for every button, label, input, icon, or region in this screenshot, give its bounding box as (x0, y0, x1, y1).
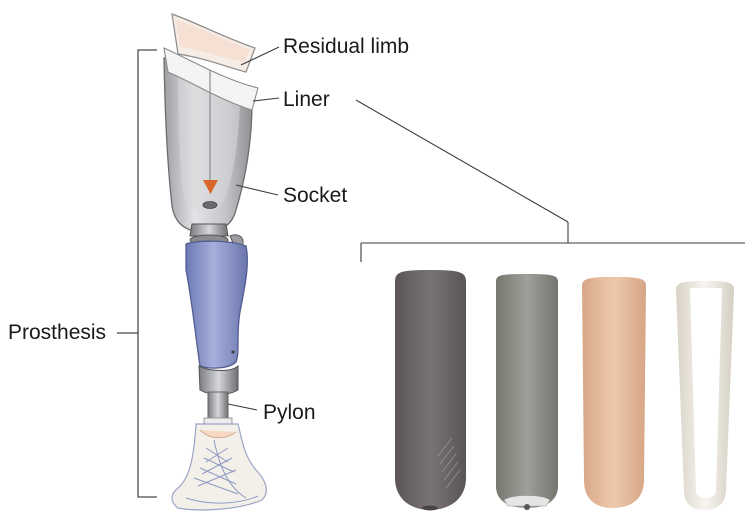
prosthetic-foot (172, 424, 266, 510)
liner-label: Liner (283, 89, 330, 110)
liner-sample-dark-grey (395, 270, 466, 511)
socket-leader (236, 185, 278, 195)
pylon-leader (228, 404, 257, 410)
socket (164, 48, 258, 245)
residual-limb-label: Residual limb (283, 36, 409, 57)
liner-sample-skin (582, 277, 646, 508)
liner-leader (253, 98, 279, 101)
pylon (204, 392, 232, 424)
liner-sample-white (676, 281, 734, 510)
socket-label: Socket (283, 185, 347, 206)
liner-sample-mid-grey (496, 274, 558, 510)
pylon-cover (186, 241, 247, 368)
prosthesis-label: Prosthesis (8, 322, 106, 343)
liner-callout (356, 100, 745, 262)
pylon-label: Pylon (263, 402, 316, 423)
prosthesis-bracket (117, 50, 157, 497)
